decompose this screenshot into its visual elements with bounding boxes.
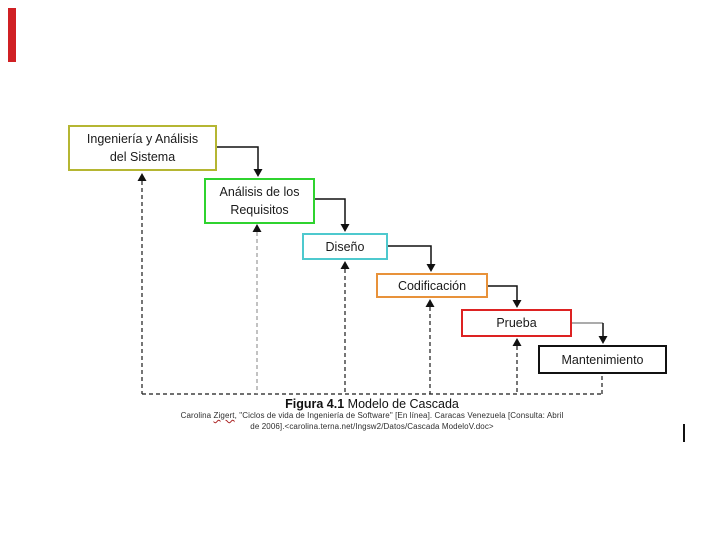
figure-caption: Figura 4.1 Modelo de Cascada — [92, 398, 652, 411]
citation-line-2: de 2006].<carolina.terna.net/Ingsw2/Dato… — [250, 421, 494, 431]
arrowhead-up-icon — [340, 261, 350, 269]
stage-box-mantenimiento: Mantenimiento — [538, 345, 667, 374]
stage-box-codificacion: Codificación — [376, 273, 488, 298]
stage-label: Ingeniería y Análisis del Sistema — [87, 130, 198, 166]
text-cursor[interactable] — [683, 424, 685, 442]
stage-label: Codificación — [397, 278, 467, 293]
connector-3-4 — [388, 245, 432, 264]
stage-label: Diseño — [325, 239, 365, 254]
red-accent-bar — [8, 8, 16, 62]
stage-label: Mantenimiento — [561, 352, 644, 367]
stage-label-line2: del Sistema — [109, 150, 176, 164]
stage-box-ingenieria-sistema: Ingeniería y Análisis del Sistema — [68, 125, 217, 171]
figure-caption-block: Figura 4.1 Modelo de Cascada Carolina Zi… — [92, 398, 652, 432]
arrowhead-up-icon — [512, 338, 522, 346]
stage-label-line2: Requisitos — [230, 203, 289, 217]
citation-line-1: Carolina Zigert, "Ciclos de vida de Inge… — [92, 411, 652, 422]
arrowhead-up-icon — [137, 173, 147, 181]
stage-box-prueba: Prueba — [461, 309, 572, 337]
citation-post: , "Ciclos de vida de Ingeniería de Softw… — [234, 411, 564, 420]
arrowhead-down-icon — [253, 169, 263, 177]
connector-2-3 — [314, 198, 346, 224]
stage-label-line1: Análisis de los — [219, 185, 300, 199]
stage-label-line1: Ingeniería y Análisis — [86, 132, 199, 146]
arrowhead-up-icon — [425, 299, 435, 307]
connector-1-2 — [217, 146, 259, 169]
feedback-arrowheads — [137, 173, 522, 346]
connector-4-5 — [488, 285, 518, 300]
citation-pre: Carolina — [180, 411, 214, 420]
figure-number: Figura 4.1 — [285, 397, 345, 411]
citation-author: Zigert — [213, 411, 235, 420]
arrowhead-down-icon — [512, 300, 522, 308]
stage-label: Prueba — [496, 316, 537, 330]
arrowhead-down-icon — [426, 264, 436, 272]
stage-box-analisis-requisitos: Análisis de los Requisitos — [204, 178, 315, 224]
arrowhead-down-icon — [340, 224, 350, 232]
connector-arrows — [217, 146, 604, 336]
arrowhead-down-icon — [598, 336, 608, 344]
arrowhead-up-icon — [252, 224, 262, 232]
feedback-dashed-lines — [141, 181, 603, 395]
stage-label: Análisis de los Requisitos — [220, 183, 300, 219]
figure-title: Modelo de Cascada — [344, 397, 459, 411]
connector-arrowheads — [253, 169, 608, 344]
stage-box-diseno: Diseño — [302, 233, 388, 260]
